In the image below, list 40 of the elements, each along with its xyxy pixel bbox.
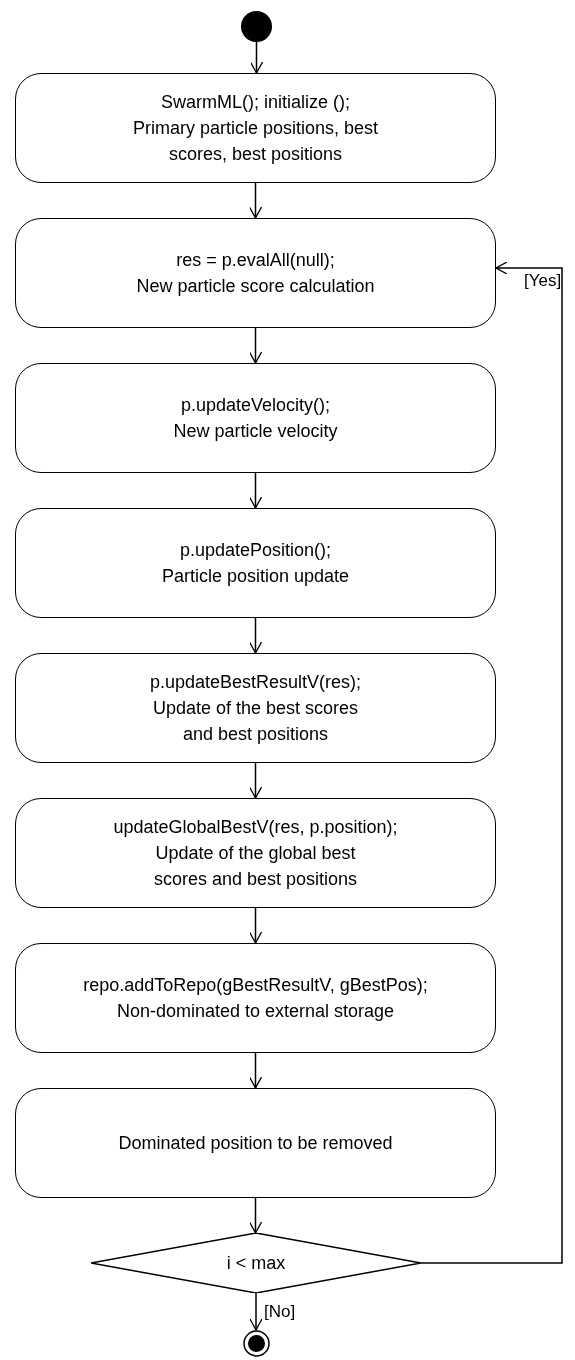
action-box <box>15 73 496 183</box>
action-box <box>15 943 496 1053</box>
action-text: Update of the global best scores and best positions <box>152 842 359 891</box>
final-node <box>243 1330 270 1357</box>
arrow <box>248 907 263 944</box>
code-text: res = p.evalAll(null); <box>176 249 335 272</box>
action-text: Particle position update <box>161 565 350 588</box>
action-box <box>15 1088 496 1198</box>
code-text: p.updateBestResultV(res); <box>149 671 362 694</box>
guard-label: [Yes] <box>524 271 562 291</box>
initial-node <box>241 11 272 42</box>
code-text: p.updatePosition(); <box>179 539 332 562</box>
code-text: SwarmML(); initialize (); <box>161 91 350 114</box>
arrow <box>248 617 263 654</box>
arrow <box>248 327 263 364</box>
arrow <box>248 1197 263 1234</box>
action-text: Update of the best scores and best positions <box>151 697 360 746</box>
code-text: p.updateVelocity(); <box>180 394 331 417</box>
arrow <box>248 1052 263 1089</box>
action-text: New particle score calculation <box>136 275 375 298</box>
action-text: Non-dominated to external storage <box>116 1000 395 1023</box>
arrow <box>248 182 263 219</box>
arrow <box>248 762 263 799</box>
guard-label: [No] <box>264 1302 296 1322</box>
action-text: Dominated position to be removed <box>118 1132 393 1155</box>
code-text: updateGlobalBestV(res, p.position); <box>113 816 398 839</box>
decision-diamond <box>91 1233 421 1293</box>
arrow <box>249 41 264 74</box>
action-box <box>15 508 496 618</box>
code-text: repo.addToRepo(gBestResultV, gBestPos); <box>83 974 428 997</box>
action-box <box>15 653 496 763</box>
action-box <box>15 218 496 328</box>
action-text: Primary particle positions, best scores, best positions <box>131 117 380 166</box>
action-box <box>15 363 496 473</box>
arrow <box>248 472 263 509</box>
arrow <box>420 261 563 1264</box>
action-text: New particle velocity <box>173 420 338 443</box>
arrow <box>249 1292 263 1331</box>
action-box <box>15 798 496 908</box>
condition-text: i < max <box>226 1252 286 1275</box>
